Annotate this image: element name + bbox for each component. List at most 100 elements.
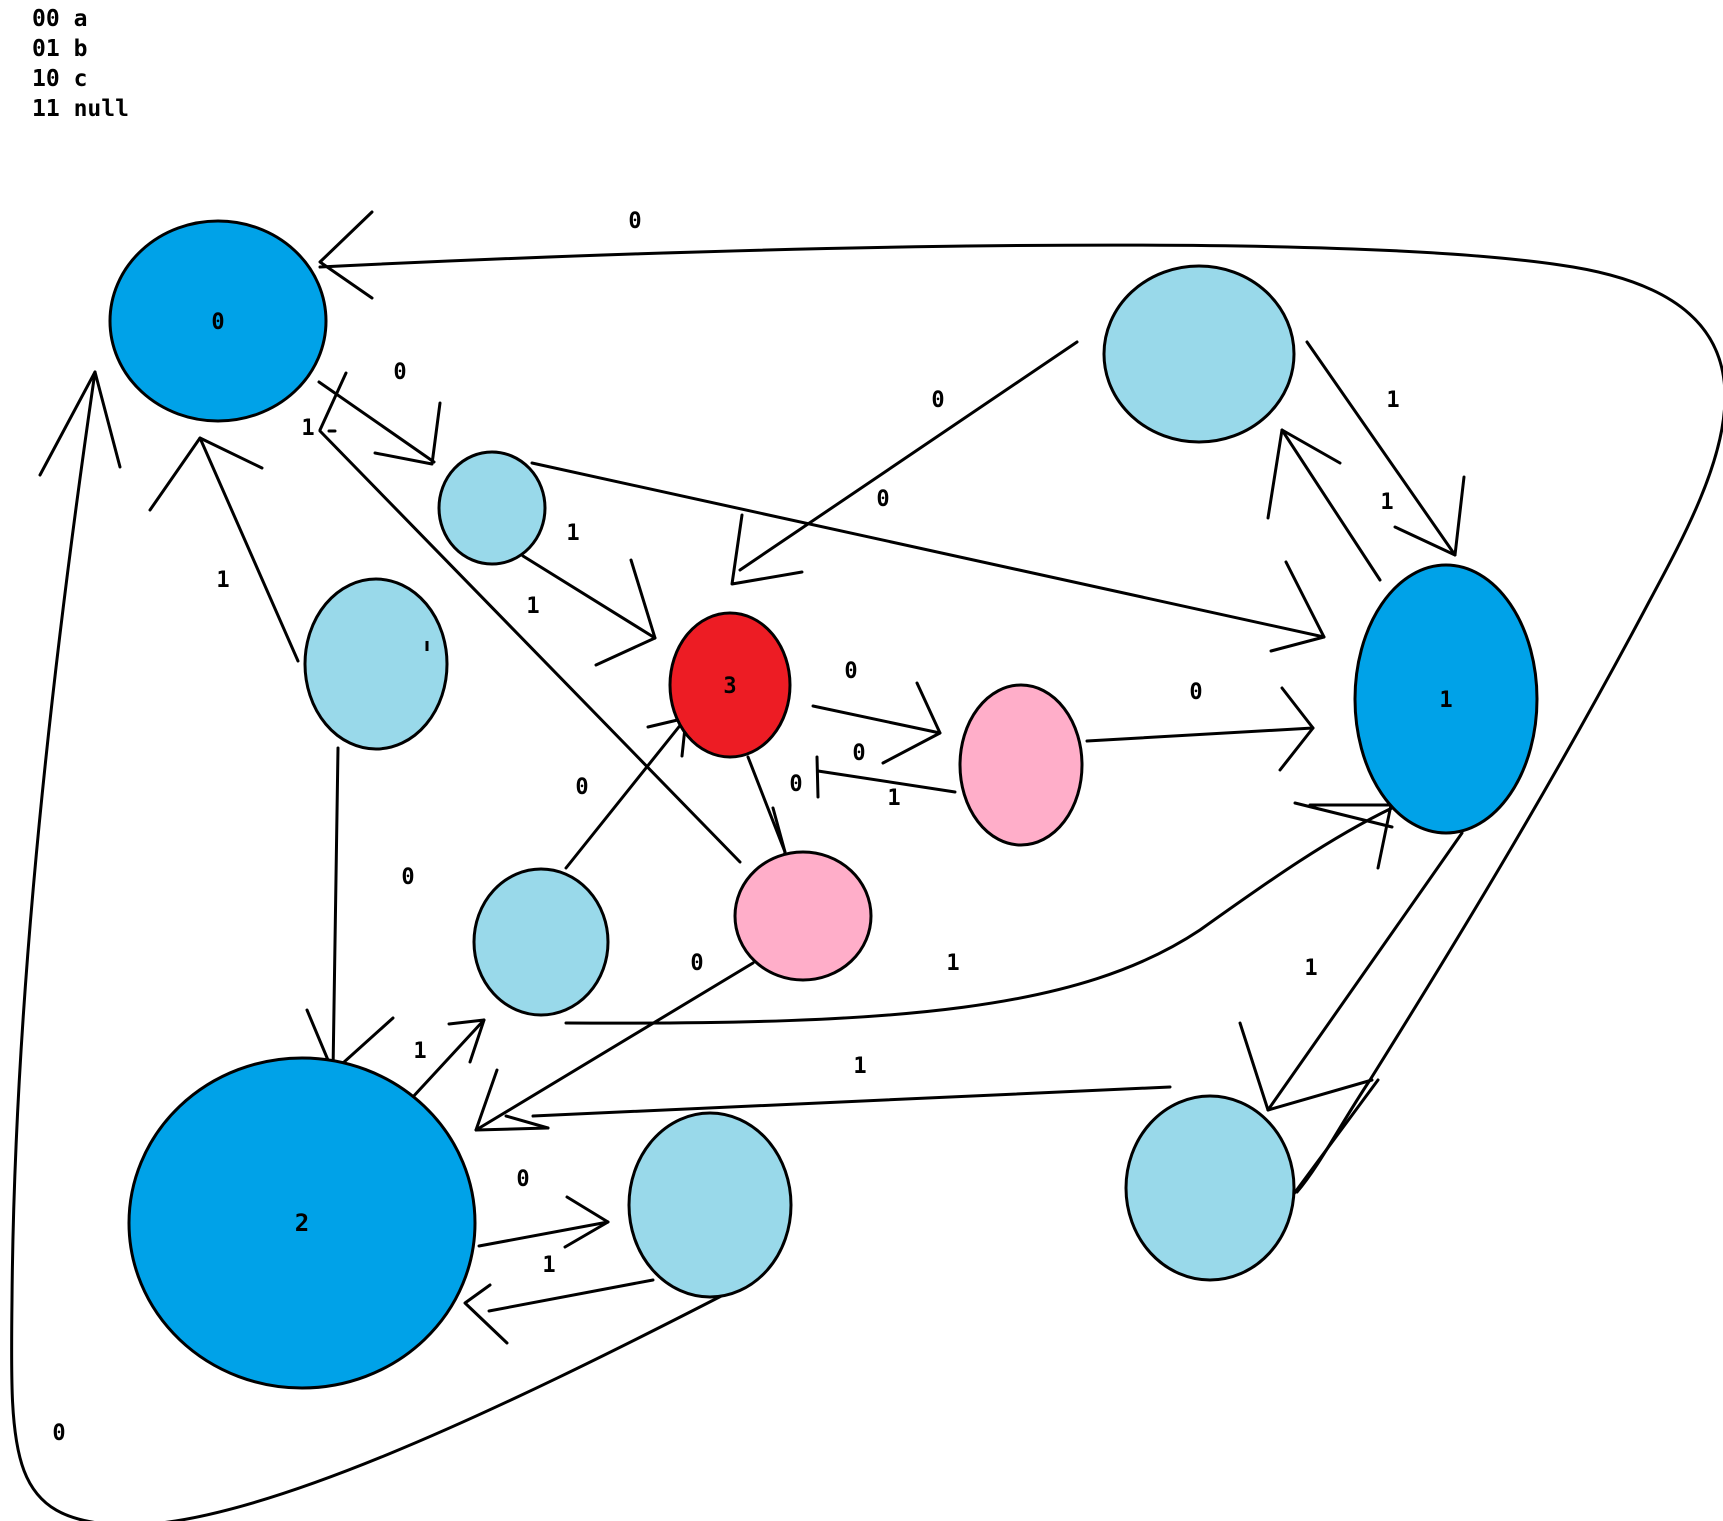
- legend-row: 11 null: [32, 94, 129, 124]
- legend-code: 11: [32, 96, 60, 122]
- transition-label: 0: [844, 659, 857, 684]
- state-circle: [1353, 563, 1539, 835]
- state-p-a: [958, 683, 1084, 847]
- arrowhead: [463, 1283, 509, 1345]
- state-label: 3: [723, 674, 736, 699]
- transition-edge: [474, 961, 755, 1132]
- transition-edge: [738, 340, 1079, 572]
- state-circle: [1102, 264, 1296, 444]
- arrowhead: [1393, 475, 1466, 557]
- transition-edge: [1293, 801, 1394, 829]
- arrowhead: [447, 1018, 486, 1064]
- transition-label: 1: [301, 416, 314, 441]
- transition-label: 0: [628, 209, 641, 234]
- transition-label: 0: [931, 388, 944, 413]
- transition-label: 1: [1304, 956, 1317, 981]
- state-circle: [958, 683, 1084, 847]
- state-p-b: [733, 850, 873, 982]
- state-s0: 0: [108, 219, 328, 423]
- arrowhead: [1278, 686, 1315, 772]
- transition-edge: [1085, 726, 1315, 743]
- transition-label: 0: [852, 741, 865, 766]
- transition-label: 0: [1189, 680, 1202, 705]
- state-circle: [668, 611, 792, 759]
- transition-edges: [10, 210, 1723, 1521]
- transition-label: 1: [1380, 490, 1393, 515]
- legend-row: 10 c: [32, 64, 129, 94]
- transition-edge: [487, 1278, 655, 1313]
- arrowhead: [563, 1195, 610, 1249]
- transition-edge: [1280, 428, 1382, 582]
- legend-code: 10: [32, 66, 60, 92]
- transition-label: 1: [526, 594, 539, 619]
- transition-label: 1: [946, 951, 959, 976]
- arrowhead: [38, 370, 122, 477]
- transition-edge: [1291, 1078, 1380, 1197]
- transition-label: 0: [575, 775, 588, 800]
- transition-label: 0: [393, 360, 406, 385]
- arrowhead: [771, 806, 787, 859]
- arrowhead: [815, 755, 820, 799]
- arrowhead: [504, 1114, 550, 1130]
- transition-label: 0: [789, 772, 802, 797]
- transition-edge: [318, 429, 742, 864]
- transition-label: 1: [216, 568, 229, 593]
- arrowhead: [1269, 560, 1326, 653]
- transition-edge: [317, 380, 436, 464]
- state-circle: [127, 1056, 477, 1390]
- transition-edge: [564, 806, 1394, 1025]
- arrowhead: [1266, 428, 1342, 520]
- state-s2: 2: [127, 1056, 477, 1390]
- legend-row: 01 b: [32, 34, 129, 64]
- state-n-f: [1124, 1094, 1296, 1282]
- arrowhead: [881, 681, 942, 765]
- state-s1: 1: [1353, 563, 1539, 835]
- transition-label: 1: [413, 1039, 426, 1064]
- legend-symbol: null: [73, 96, 129, 122]
- state-n-a: [437, 450, 547, 566]
- state-circle: [627, 1111, 793, 1299]
- state-label: 0: [211, 310, 224, 335]
- transition-label: 1: [853, 1054, 866, 1079]
- state-circle: [472, 867, 610, 1017]
- legend-symbol: c: [73, 66, 88, 92]
- transition-edge: [1266, 831, 1464, 1112]
- transition-label: 0: [516, 1167, 529, 1192]
- arrowhead: [594, 558, 657, 667]
- transition-label: 0: [690, 951, 703, 976]
- transition-label: 0: [401, 865, 414, 890]
- state-circle: [733, 850, 873, 982]
- arrowhead: [318, 371, 348, 432]
- transition-edge: [816, 769, 957, 794]
- legend-code: 01: [32, 36, 60, 62]
- transition-edge: [477, 1220, 610, 1248]
- arrowhead: [373, 401, 442, 466]
- transition-edge: [318, 243, 1723, 1194]
- transition-label: 0: [876, 487, 889, 512]
- legend-row: 00 a: [32, 4, 129, 34]
- transition-label: 1: [887, 786, 900, 811]
- transition-edge: [10, 370, 735, 1521]
- transition-edge: [198, 436, 300, 663]
- arrowhead: [730, 513, 804, 586]
- state-circle: [437, 450, 547, 566]
- transition-label: 1: [542, 1253, 555, 1278]
- transition-edge: [521, 554, 657, 640]
- legend-symbol: b: [73, 36, 88, 62]
- arrowhead: [148, 436, 264, 512]
- transition-label: 1: [566, 521, 579, 546]
- state-s3: 3: [668, 611, 792, 759]
- state-circle: [108, 219, 328, 423]
- arrowhead: [318, 210, 374, 300]
- transition-edge: [811, 704, 942, 735]
- legend-code: 00: [32, 6, 60, 32]
- state-n-d: [472, 867, 610, 1017]
- state-n-e: [627, 1111, 793, 1299]
- state-circle: [303, 577, 449, 751]
- state-n-b: [303, 577, 449, 751]
- transition-edge: [331, 746, 340, 1074]
